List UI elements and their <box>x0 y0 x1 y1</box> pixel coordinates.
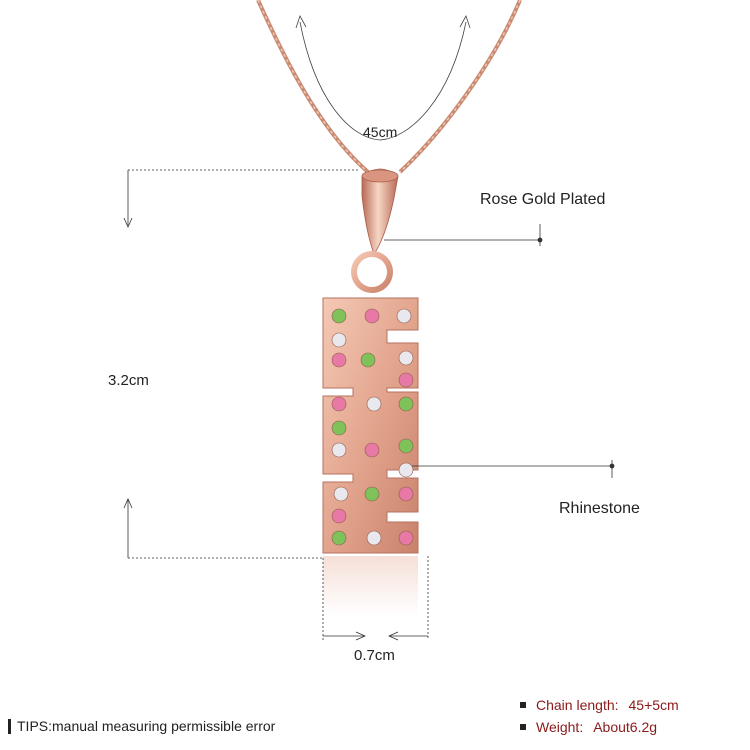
spec-chain-length: Chain length: 45+5cm <box>520 697 679 713</box>
material-label: Rose Gold Plated <box>480 191 606 208</box>
tips-bar <box>8 718 11 734</box>
stone-label: Rhinestone <box>559 500 640 517</box>
pendant-height-label: 3.2cm <box>108 372 149 389</box>
pendant-body <box>322 297 419 554</box>
height-dimension <box>123 169 360 559</box>
pendant-bail <box>351 168 399 293</box>
spec-label: Chain length: <box>536 697 619 713</box>
spec-label: Weight: <box>536 719 584 735</box>
bullet-icon <box>520 724 526 730</box>
chain-length-arc <box>295 15 471 141</box>
pendant-reflection <box>323 556 418 616</box>
rhinestones <box>331 308 414 546</box>
spec-value: 45+5cm <box>628 697 679 713</box>
spec-weight: Weight: About6.2g <box>520 719 657 735</box>
material-callout <box>384 224 543 246</box>
spec-value: About6.2g <box>593 719 658 735</box>
pendant-width-label: 0.7cm <box>354 647 395 664</box>
bullet-icon <box>520 702 526 708</box>
chain <box>256 0 522 174</box>
tips-text: TIPS:manual measuring permissible error <box>17 718 276 734</box>
chain-length-label: 45cm <box>363 124 398 140</box>
stone-callout <box>412 460 615 478</box>
tips-note: TIPS:manual measuring permissible error <box>8 718 275 734</box>
width-dimension <box>322 556 429 641</box>
